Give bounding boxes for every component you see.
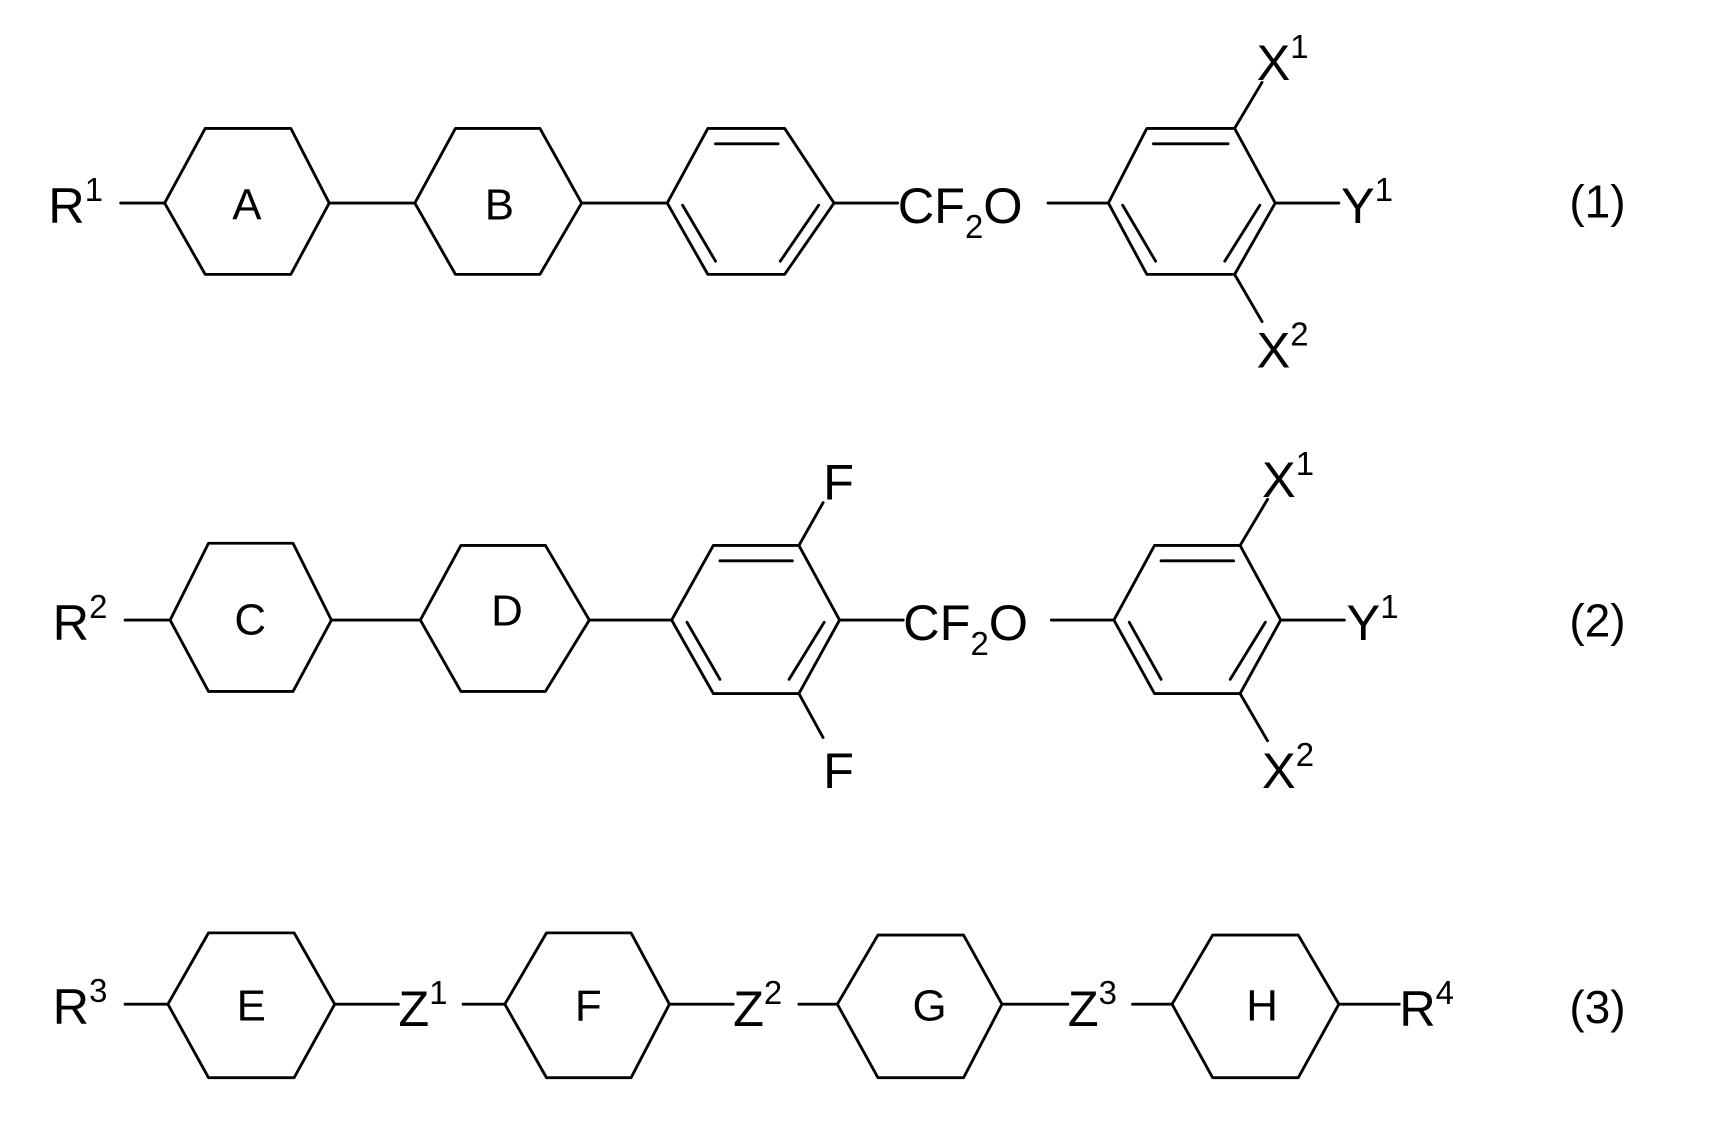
formula-number: (3) xyxy=(1569,981,1625,1033)
double-bonds xyxy=(685,559,826,681)
ring-label-h: H xyxy=(1246,982,1278,1031)
double-bonds xyxy=(681,142,821,263)
formula-2: R2 C D F F CF2O X1 Y1 X2 (2) xyxy=(53,445,1626,799)
fluorine-bottom: F xyxy=(823,742,854,799)
formula-number: (1) xyxy=(1569,175,1625,227)
z1-label: Z1 xyxy=(398,974,447,1037)
formula-number: (2) xyxy=(1569,595,1625,647)
ring-label-g: G xyxy=(912,982,946,1031)
double-bonds xyxy=(1121,142,1262,263)
ring-label-b: B xyxy=(485,180,514,229)
ring-label-f: F xyxy=(575,982,602,1031)
substituent-bonds xyxy=(1233,80,1341,323)
z2-label: Z2 xyxy=(733,974,782,1037)
x1-label: X1 xyxy=(1262,445,1314,508)
x1-label: X1 xyxy=(1257,28,1309,91)
difluorobenzene-ring xyxy=(670,544,841,696)
double-bonds xyxy=(1127,559,1267,681)
z3-label: Z3 xyxy=(1068,974,1117,1037)
cf2o-linker: CF2O xyxy=(898,177,1023,245)
ring-label-c: C xyxy=(234,595,266,644)
substituent-bonds xyxy=(1238,497,1346,743)
cf2o-linker: CF2O xyxy=(903,594,1028,662)
ring-label-d: D xyxy=(491,587,523,636)
ring-label-e: E xyxy=(237,982,266,1031)
fluoro-bonds xyxy=(797,501,825,739)
r1-label: R1 xyxy=(48,171,103,234)
y1-label: Y1 xyxy=(1341,171,1393,234)
r3-label: R3 xyxy=(53,972,108,1035)
x2-label: X2 xyxy=(1257,316,1309,379)
y1-label: Y1 xyxy=(1347,588,1399,651)
x2-label: X2 xyxy=(1262,736,1314,799)
r2-label: R2 xyxy=(53,588,108,651)
r4-label: R4 xyxy=(1399,974,1454,1037)
benzene-ring xyxy=(665,126,836,276)
formula-3: R3 E Z1 F Z2 G Z3 H R4 (3) xyxy=(53,931,1626,1080)
ring-label-a: A xyxy=(232,180,262,229)
formula-1: R1 A B CF2O X1 Y1 X2 (1) xyxy=(48,28,1625,378)
benzene-ring xyxy=(1112,544,1283,696)
fluorine-top: F xyxy=(823,453,854,510)
benzene-ring xyxy=(1106,126,1277,276)
